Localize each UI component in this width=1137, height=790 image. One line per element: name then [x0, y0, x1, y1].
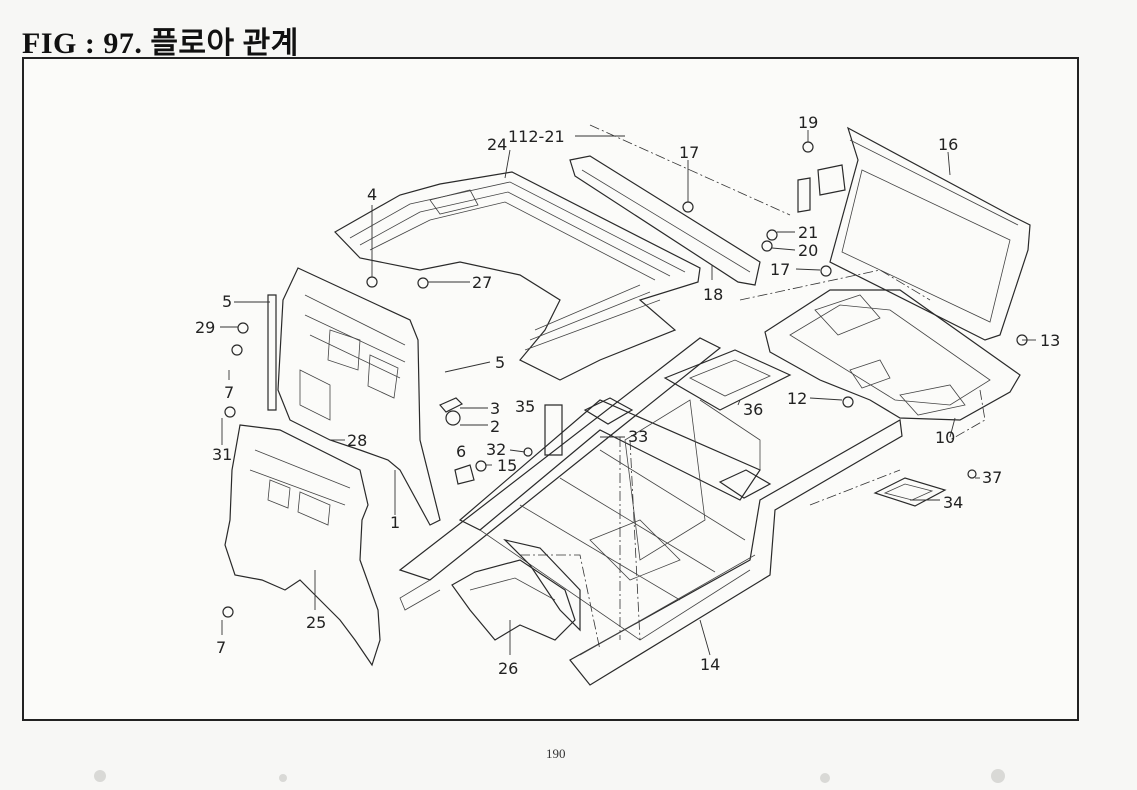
callout-35: 35	[515, 397, 535, 416]
callout-32: 32	[486, 440, 506, 459]
callout-34: 34	[943, 493, 963, 512]
callout-15: 15	[497, 456, 517, 475]
callout-5b: 5	[495, 353, 505, 372]
diagram-frame	[22, 57, 1079, 721]
callout-36: 36	[743, 400, 763, 419]
callout-17b: 17	[770, 260, 790, 279]
floor-panel-24	[334, 171, 701, 381]
figure-title: FIG : 97. 플로아 관계	[22, 27, 299, 60]
callout-4: 4	[367, 185, 377, 204]
callout-12: 12	[787, 389, 807, 408]
dash-panel-1	[277, 267, 441, 526]
callout-2: 2	[490, 417, 500, 436]
callout-27: 27	[472, 273, 492, 292]
callout-26: 26	[498, 659, 518, 678]
callout-13: 13	[1040, 331, 1060, 350]
page-number: 190	[546, 746, 566, 761]
callout-20: 20	[798, 241, 818, 260]
leader-lines	[220, 124, 1036, 656]
fasteners	[222, 141, 1028, 618]
callout-37: 37	[982, 468, 1002, 487]
callout-33: 33	[628, 427, 648, 446]
callout-16: 16	[938, 135, 958, 154]
callout-19: 19	[798, 113, 818, 132]
callout-29: 29	[195, 318, 215, 337]
rear-panel-16	[829, 126, 1031, 341]
callout-112-21: 112-21	[508, 127, 565, 146]
callout-7b: 7	[216, 638, 226, 657]
callout-31: 31	[212, 445, 232, 464]
callout-17: 17	[679, 143, 699, 162]
callout-10: 10	[935, 428, 955, 447]
callout-6: 6	[456, 442, 466, 461]
callout-25: 25	[306, 613, 326, 632]
side-rail-18	[569, 155, 761, 286]
callout-5: 5	[222, 292, 232, 311]
callout-1: 1	[390, 513, 400, 532]
pad-34	[873, 477, 947, 507]
callout-21: 21	[798, 223, 818, 242]
cover-plate-36	[663, 349, 792, 411]
callout-7: 7	[224, 383, 234, 402]
weatherstrip-5	[267, 294, 277, 411]
callout-3: 3	[490, 399, 500, 418]
floor-frame-14	[398, 337, 903, 686]
callout-14: 14	[700, 655, 720, 674]
rear-floor-10	[764, 289, 1021, 421]
insulator-25	[224, 424, 381, 667]
callout-18: 18	[703, 285, 723, 304]
trim-26	[451, 538, 581, 641]
callout-labels: 112-21 24 17 19 16 4 21 20 17 27 18 5 29…	[195, 113, 1060, 678]
callout-24: 24	[487, 135, 507, 154]
scan-marks	[94, 769, 1005, 783]
callout-28: 28	[347, 431, 367, 450]
